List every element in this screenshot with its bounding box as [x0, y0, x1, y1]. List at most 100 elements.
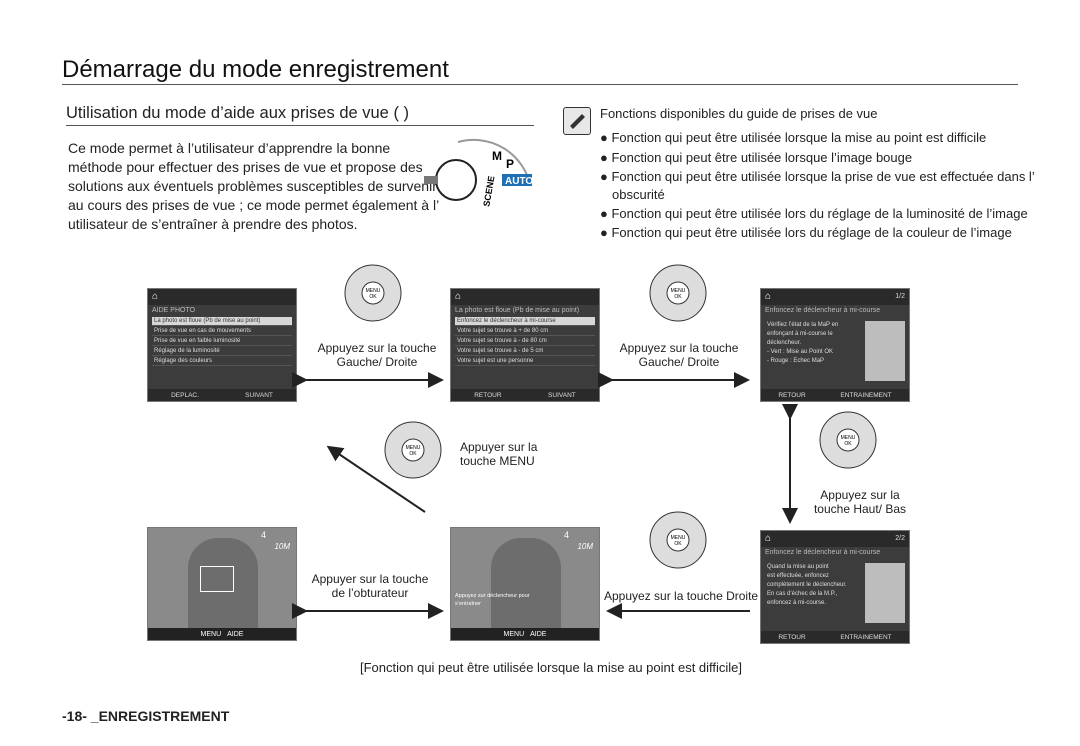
section-rule [66, 125, 534, 126]
title-rule [62, 84, 1018, 85]
guide-text: enfonçant à mi-course le [767, 331, 833, 337]
foot-left: DEPLAC. [171, 391, 199, 399]
guide-text: enfoncez à mi-course. [767, 600, 827, 606]
dial-p: P [506, 157, 514, 171]
guide-text: Quand la mise au point [767, 564, 829, 570]
intro-line: Ce mode permet à l’utilisateur d’apprend… [68, 140, 391, 156]
guide-text: En cas d’échec de la M.P., [767, 591, 838, 597]
help-label: AIDE [227, 630, 244, 638]
dial-ok-label: OK [674, 294, 682, 300]
menu-key-label: MENU [503, 630, 525, 638]
intro-line: utilisateur de s’entraîner à prendre des… [68, 216, 358, 232]
dial-menu-label: MENU [366, 288, 381, 294]
foot-right: ENTRAINEMENT [840, 391, 892, 399]
menu-key-label: MENU [200, 630, 222, 638]
hand-illustration [865, 563, 905, 623]
image-size-badge: 10M [577, 542, 593, 551]
page-indicator: 1/2 [895, 293, 905, 300]
foot-left: RETOUR [778, 391, 806, 399]
screen-row: Réglage des couleurs [152, 357, 292, 366]
help-label: AIDE [530, 630, 547, 638]
camera-dial: MENU OK [649, 264, 707, 322]
foot-right: SUIVANT [245, 391, 273, 399]
screen-row: La photo est floue (Pb de mise au point) [152, 317, 292, 326]
guide-text: - Rouge : Echec MaP [767, 358, 825, 364]
note-bullet: ● Fonction qui peut être utilisée lors d… [600, 225, 1012, 240]
intro-line: solutions aux éventuels problèmes suscep… [68, 178, 437, 194]
help-mode-icon: ⌂ [455, 291, 462, 302]
af-frame [200, 566, 234, 592]
practice-overlay: Appuyez sur déclencheur pour s’entraîner [455, 593, 530, 607]
dial-ok-label: OK [674, 541, 682, 547]
live-view-screen: 4 10M MENU AIDE [147, 527, 297, 641]
screen-row: Votre sujet se trouve à - de 5 cm [455, 347, 595, 356]
dial-ok-label: OK [844, 441, 852, 447]
foot-right: ENTRAINEMENT [840, 633, 892, 641]
practice-screen: 4 10M Appuyez sur déclencheur pour s’ent… [450, 527, 600, 641]
help-mode-icon: ⌂ [152, 291, 159, 302]
note-heading: Fonctions disponibles du guide de prises… [600, 106, 878, 121]
focus-submenu-screen: ⌂ La photo est floue (Pb de mise au poin… [450, 288, 600, 402]
screen-row: Votre sujet se trouve à + de 80 cm [455, 327, 595, 336]
dial-auto: AUTO [505, 176, 533, 187]
dial-scene: SCENE [481, 175, 496, 207]
intro-line: méthode pour effectuer des prises de vue… [68, 159, 423, 175]
note-pencil-icon [563, 107, 591, 135]
foot-left: RETOUR [474, 391, 502, 399]
screen-row: Votre sujet est une personne [455, 357, 595, 366]
guide-text: Vérifiez l’état de la MaP en [767, 322, 839, 328]
help-mode-icon: ⌂ [765, 533, 772, 544]
screen-header: Enfoncez le déclencheur à mi-course [765, 549, 881, 556]
note-bullet: ● Fonction qui peut être utilisée lorsqu… [600, 130, 987, 145]
foot-left: RETOUR [778, 633, 806, 641]
screen-header: La photo est floue (Pb de mise au point) [455, 307, 580, 314]
section-heading: Utilisation du mode d’aide aux prises de… [66, 104, 410, 122]
shot-counter: 4 [563, 530, 569, 540]
guide-text: déclencheur. [767, 340, 802, 346]
page-indicator: 2/2 [895, 535, 905, 542]
dial-menu-label: MENU [841, 435, 856, 441]
image-size-badge: 10M [274, 542, 290, 551]
camera-dial: MENU OK [384, 421, 442, 479]
screen-row: Votre sujet se trouve à - de 80 cm [455, 337, 595, 346]
dial-ok-label: OK [409, 451, 417, 457]
screen-row: Enfoncez le déclencheur à mi-course [455, 317, 595, 326]
dial-ok-label: OK [369, 294, 377, 300]
note-bullet: ● Fonction qui peut être utilisée lors d… [600, 206, 1028, 221]
screen-row: Prise de vue en faible luminosité [152, 337, 292, 346]
page-title: Démarrage du mode enregistrement [62, 56, 449, 83]
note-bullet: ● Fonction qui peut être utilisée lorsqu… [600, 150, 913, 165]
guide-page-2-screen: ⌂ 2/2 Enfoncez le déclencheur à mi-course… [760, 530, 910, 644]
dial-m: M [492, 149, 502, 163]
bottom-caption: [Fonction qui peut être utilisée lorsque… [360, 660, 743, 675]
dial-menu-label: MENU [671, 535, 686, 541]
shot-counter: 4 [260, 530, 266, 540]
note-bullet-cont: obscurité [612, 187, 665, 202]
guide-text: complètement le déclencheur. [767, 582, 847, 588]
screen-row: Prise de vue en cas de mouvements [152, 327, 292, 336]
camera-dial: MENU OK [344, 264, 402, 322]
page-footer: -18- _ENREGISTREMENT [62, 708, 230, 724]
screen-header: Enfoncez le déclencheur à mi-course [765, 307, 881, 314]
foot-right: SUIVANT [548, 391, 576, 399]
guide-page-1-screen: ⌂ 1/2 Enfoncez le déclencheur à mi-course… [760, 288, 910, 402]
guide-text: - Vert : Mise au Point OK [767, 349, 834, 355]
dial-menu-label: MENU [671, 288, 686, 294]
help-mode-icon: ⌂ [765, 291, 772, 302]
intro-line: au cours des prises de vue ; ce mode per… [68, 197, 440, 213]
help-menu-screen: ⌂ AIDE PHOTO La photo est floue (Pb de m… [147, 288, 297, 402]
guide-text: est effectuée, enfoncez [767, 573, 829, 579]
couple-photo [188, 538, 258, 638]
camera-dial: MENU OK [649, 511, 707, 569]
caption-right-key: Appuyez sur la touche Droite [604, 589, 759, 603]
hand-illustration [865, 321, 905, 381]
couple-photo [491, 538, 561, 638]
camera-dial: MENU OK [819, 411, 877, 469]
screen-row: Réglage de la luminosité [152, 347, 292, 356]
mode-dial: M P AUTO SCENE [424, 138, 533, 207]
